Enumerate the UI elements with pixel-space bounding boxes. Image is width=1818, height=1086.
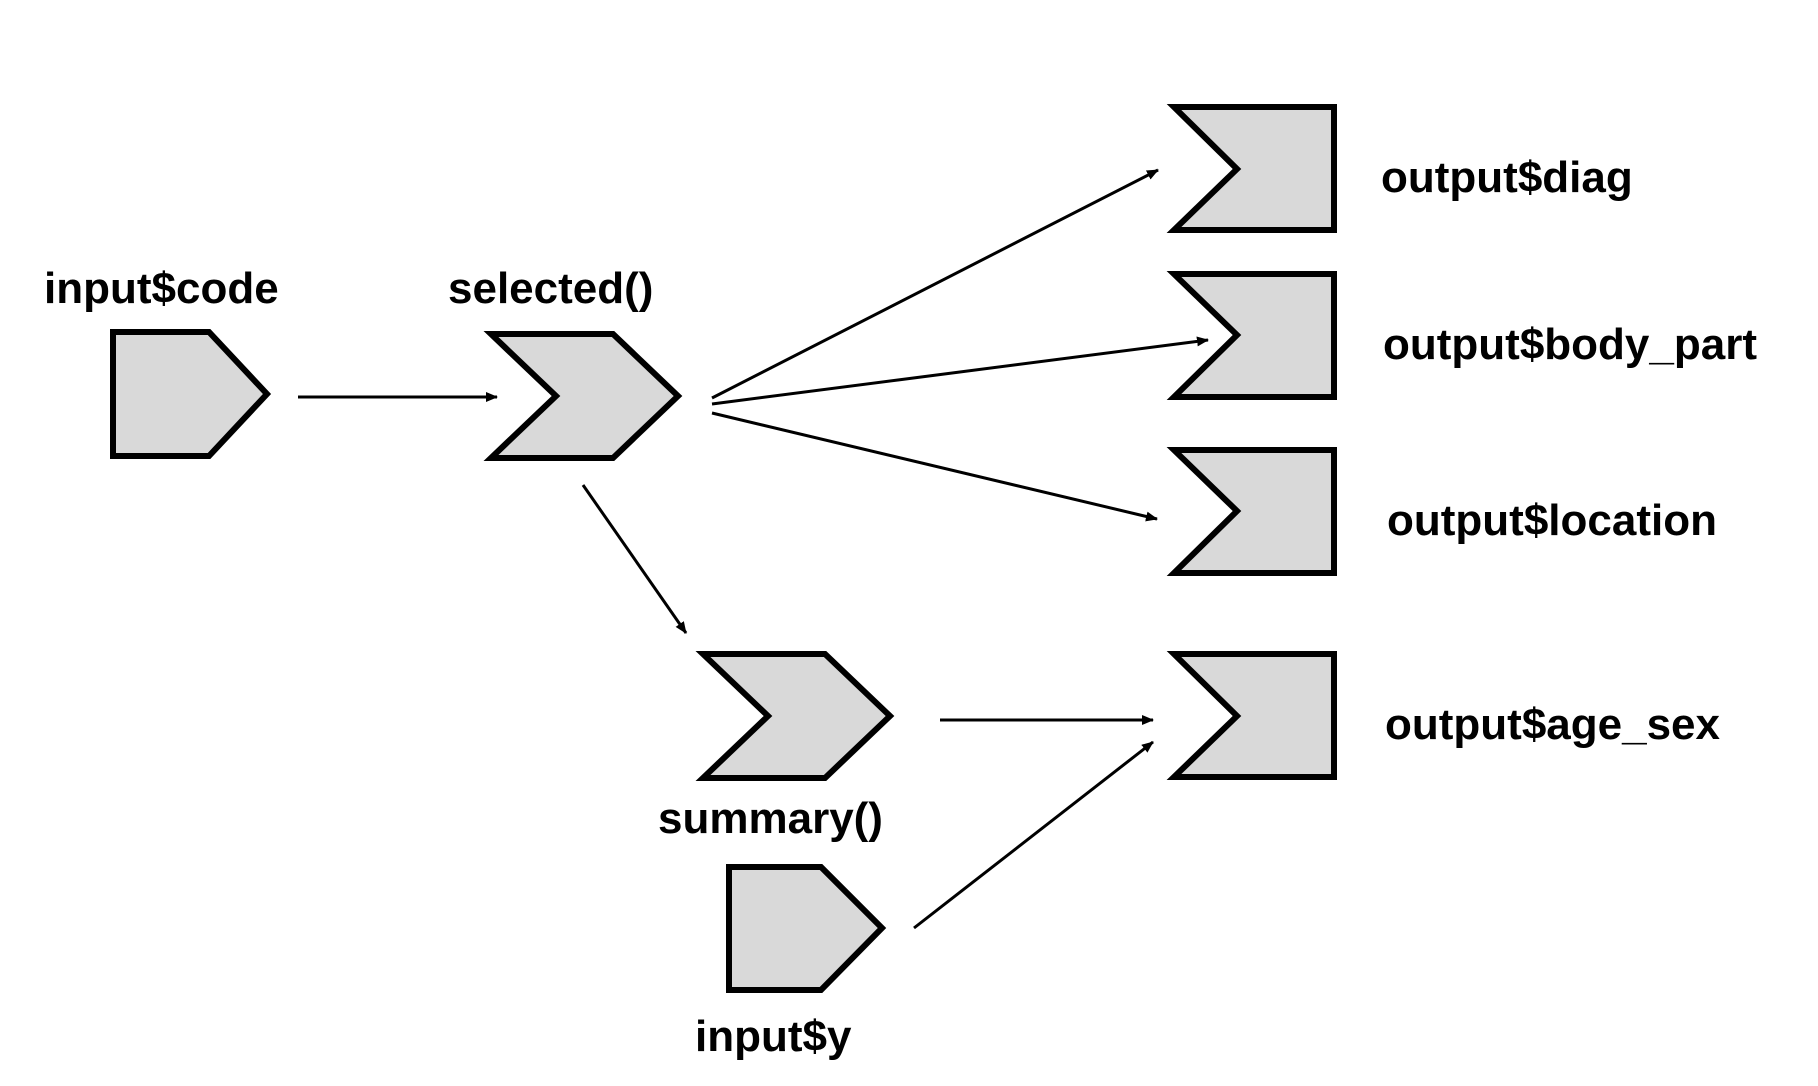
node-input-code: input$code — [44, 264, 279, 459]
node-label-input-y: input$y — [695, 1012, 852, 1061]
edge-selected-to-output-diag — [711, 168, 1159, 400]
node-output-location: output$location — [1166, 447, 1717, 576]
node-output-body-part: output$body_part — [1166, 271, 1757, 400]
output-notch-icon — [1166, 447, 1337, 576]
edge-input-y-to-output-age-sex — [913, 740, 1154, 930]
node-label-output-body-part: output$body_part — [1383, 320, 1757, 369]
edges — [298, 168, 1209, 930]
edge-selected-to-output-body-part — [711, 336, 1209, 406]
node-output-diag: output$diag — [1166, 104, 1633, 233]
node-label-selected: selected() — [448, 264, 653, 313]
node-output-age-sex: output$age_sex — [1166, 651, 1721, 780]
node-label-output-age-sex: output$age_sex — [1385, 700, 1721, 749]
node-summary: summary() — [658, 651, 895, 843]
edge-selected-to-output-location — [711, 411, 1158, 522]
node-label-summary: summary() — [658, 794, 883, 843]
output-notch-icon — [1166, 104, 1337, 233]
input-pentagon-icon — [726, 864, 887, 993]
node-selected: selected() — [448, 264, 683, 461]
reactive-chevron-icon — [695, 651, 895, 781]
node-label-output-location: output$location — [1387, 496, 1717, 545]
output-notch-icon — [1166, 651, 1337, 780]
node-label-output-diag: output$diag — [1381, 153, 1633, 202]
input-pentagon-icon — [110, 329, 272, 459]
node-label-input-code: input$code — [44, 264, 279, 313]
output-notch-icon — [1166, 271, 1337, 400]
edge-selected-to-summary — [581, 484, 688, 634]
reactive-chevron-icon — [483, 331, 683, 461]
node-input-y: input$y — [695, 864, 887, 1061]
